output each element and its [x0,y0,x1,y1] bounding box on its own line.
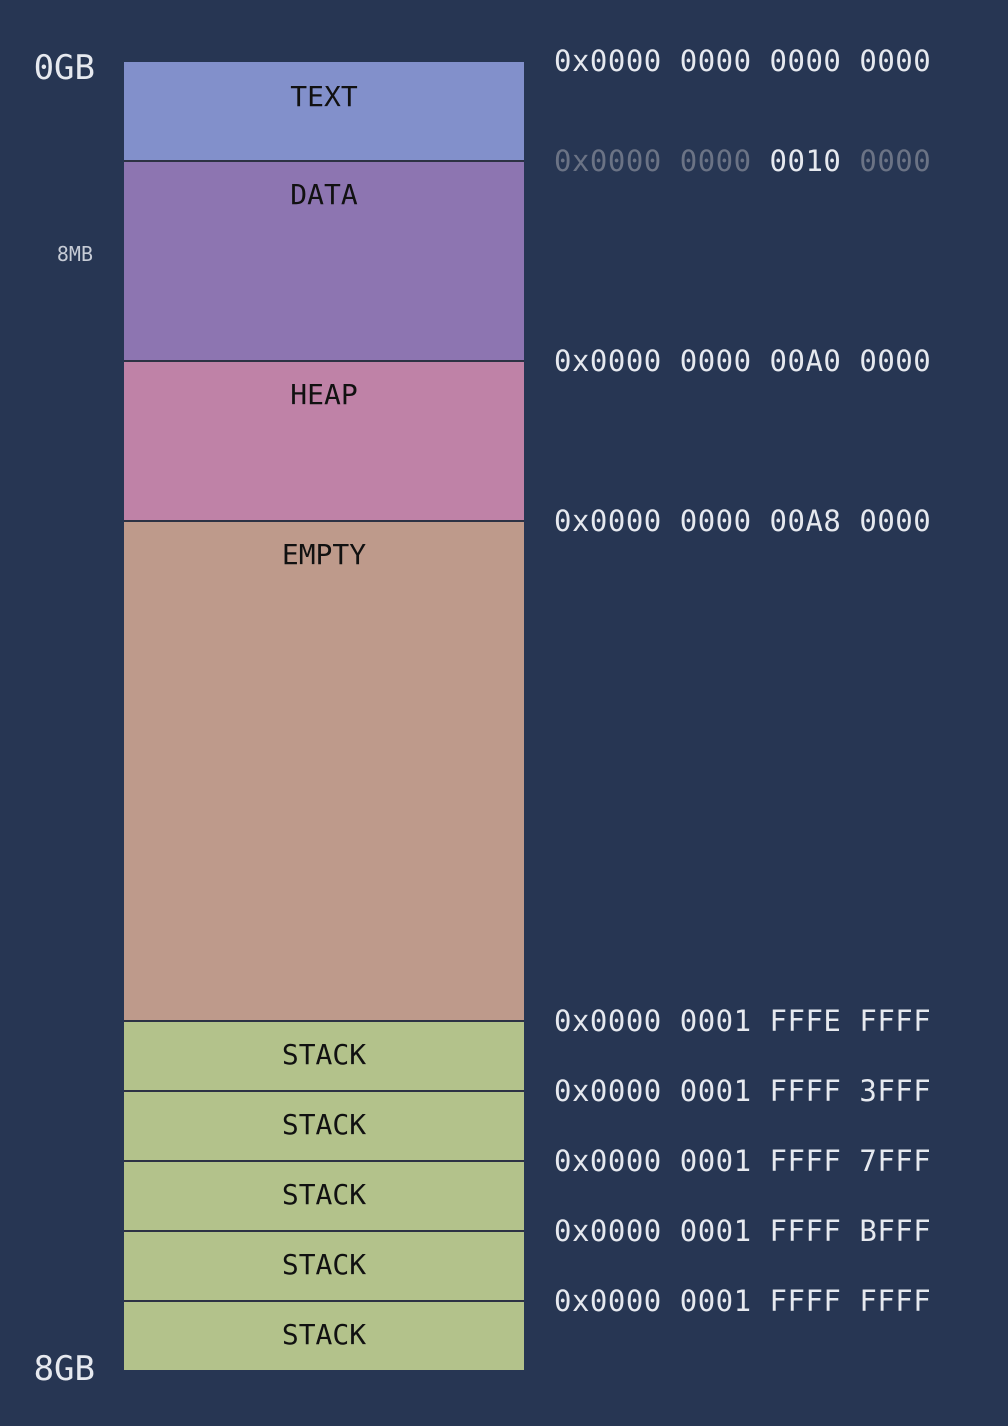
segment-heap: HEAP [124,360,524,520]
segment-stack: STACK [124,1160,524,1230]
address-label: 0x0000 0000 00A8 0000 [554,504,932,538]
address-label: 0x0000 0001 FFFF 7FFF [554,1144,932,1178]
address-label: 0x0000 0001 FFFF FFFF [554,1284,932,1318]
scale-label-bottom: 8GB [33,1349,95,1389]
segment-stack: STACK [124,1020,524,1090]
segment-stack: STACK [124,1230,524,1300]
scale-label-top: 0GB [33,48,95,88]
address-label: 0x0000 0000 00A0 0000 [554,344,932,378]
segment-data: DATA [124,160,524,360]
segment-stack: STACK [124,1090,524,1160]
segment-text: TEXT [124,62,524,160]
address-label: 0x0000 0000 0000 0000 [554,44,932,78]
scale-label-middle: 8MB [56,242,93,266]
address-label: 0x0000 0001 FFFE FFFF [554,1004,932,1038]
address-label: 0x0000 0001 FFFF BFFF [554,1214,932,1248]
address-label: 0x0000 0001 FFFF 3FFF [554,1074,932,1108]
segment-empty: EMPTY [124,520,524,1020]
segment-stack: STACK [124,1300,524,1370]
address-label: 0x0000 0000 0010 0000 [554,144,932,178]
